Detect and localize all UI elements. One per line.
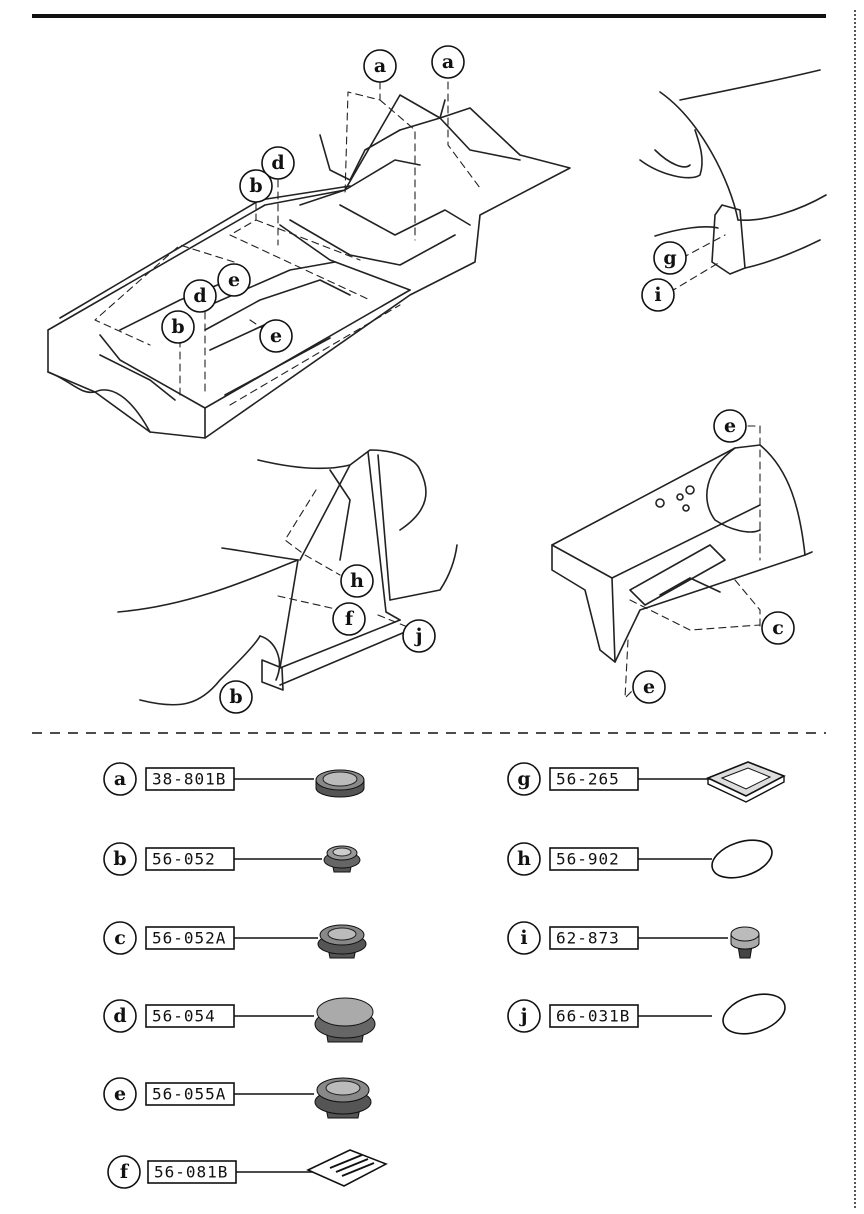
round-plug-grommet-icon — [314, 1077, 372, 1119]
oval-sealing-patch-icon — [711, 839, 773, 879]
callout-label-e: e — [724, 415, 736, 437]
callout-j-1: j — [402, 619, 436, 653]
legend-letter-h: h — [517, 848, 531, 870]
legend-row-g: g 56-265 — [507, 761, 786, 803]
part-number-i: 62-873 — [556, 929, 620, 948]
floor-pan-leaders — [94, 81, 481, 406]
callout-b-1: b — [239, 169, 273, 203]
floor-pan-drawing — [47, 94, 571, 439]
legend-letter-b: b — [113, 848, 126, 870]
legend-callout-a — [103, 762, 137, 796]
callout-d-1: d — [261, 146, 295, 180]
rear-panel-leaders — [624, 425, 761, 699]
legend-letter-g: g — [517, 768, 530, 790]
legend-row-d: d 56-054 — [103, 997, 376, 1043]
door-side-drawing — [117, 449, 458, 706]
legend-callout-b — [103, 842, 137, 876]
legend-row-b: b 56-052 — [103, 842, 361, 876]
callout-a-2: a — [431, 45, 465, 79]
large-round-plug-icon — [314, 997, 376, 1043]
rear-panel-drawing — [551, 444, 813, 663]
callout-g-1: g — [653, 241, 687, 275]
small-round-plug-icon — [323, 845, 361, 873]
callout-label-a: a — [442, 51, 454, 73]
legend-callout-i — [507, 921, 541, 955]
rear-quarter-leaders — [669, 234, 726, 293]
part-number-e: 56-055A — [152, 1085, 226, 1104]
callout-e-1: e — [217, 263, 251, 297]
legend-letter-f: f — [120, 1161, 130, 1183]
legend-row-a: a 38-801B — [103, 762, 365, 798]
callout-e-2: e — [259, 319, 293, 353]
callout-label-j: j — [414, 625, 423, 647]
callout-f-1: f — [332, 602, 366, 636]
legend-callout-e — [103, 1077, 137, 1111]
legend-row-e: e 56-055A — [103, 1077, 372, 1119]
callout-d-2: d — [183, 279, 217, 313]
callout-label-b: b — [229, 686, 242, 708]
legend-letter-e: e — [114, 1083, 126, 1105]
legend-callout-f — [107, 1155, 141, 1189]
legend-callout-h — [507, 842, 541, 876]
callout-e-4: e — [632, 670, 666, 704]
legend-row-f: f 56-081B — [107, 1149, 388, 1189]
callout-h-1: h — [340, 564, 374, 598]
part-number-a: 38-801B — [152, 770, 226, 789]
callout-label-c: c — [772, 617, 784, 639]
part-number-g: 56-265 — [556, 770, 620, 789]
legend-callout-d — [103, 999, 137, 1033]
callout-label-e: e — [228, 269, 240, 291]
callout-i-1: i — [641, 278, 675, 312]
rear-quarter-drawing — [639, 69, 827, 275]
callout-label-a: a — [374, 55, 386, 77]
callout-label-e: e — [643, 676, 655, 698]
callout-label-b: b — [249, 175, 262, 197]
door-side-leaders — [277, 489, 411, 629]
legend-callout-j — [507, 999, 541, 1033]
callout-label-i: i — [654, 284, 661, 306]
legend-letter-d: d — [113, 1005, 126, 1027]
legend-row-i: i 62-873 — [507, 921, 760, 959]
callout-label-g: g — [663, 247, 676, 269]
callout-b-2: b — [161, 310, 195, 344]
callout-label-e: e — [270, 325, 282, 347]
part-number-b: 56-052 — [152, 850, 216, 869]
callout-c-1: c — [761, 611, 795, 645]
legend-callout-g — [507, 762, 541, 796]
callout-label-d: d — [193, 285, 206, 307]
legend-letter-j: j — [519, 1005, 528, 1027]
callout-label-f: f — [345, 608, 355, 630]
part-number-h: 56-902 — [556, 850, 620, 869]
part-number-d: 56-054 — [152, 1007, 216, 1026]
callout-b-3: b — [219, 680, 253, 714]
callout-e-3: e — [713, 409, 747, 443]
legend-letter-i: i — [520, 927, 527, 949]
callout-label-d: d — [271, 152, 284, 174]
legend-row-h: h 56-902 — [507, 839, 773, 879]
part-number-f: 56-081B — [154, 1163, 228, 1182]
legend-letter-a: a — [114, 768, 126, 790]
round-plug-grommet-icon — [315, 769, 365, 798]
rectangular-tape-patch-icon — [306, 1149, 388, 1187]
legend-row-c: c 56-052A — [103, 921, 367, 959]
small-push-plug-icon — [730, 926, 760, 959]
legend-letter-c: c — [114, 927, 126, 949]
callout-label-h: h — [350, 570, 364, 592]
round-plug-grommet-icon — [317, 924, 367, 959]
callout-a-1: a — [363, 49, 397, 83]
legend-row-j: j 66-031B — [507, 993, 786, 1035]
part-number-c: 56-052A — [152, 929, 226, 948]
square-plug-icon — [706, 761, 786, 803]
oval-sealing-patch-icon — [722, 993, 786, 1035]
legend-callout-c — [103, 921, 137, 955]
callout-label-b: b — [171, 316, 184, 338]
part-number-j: 66-031B — [556, 1007, 630, 1026]
